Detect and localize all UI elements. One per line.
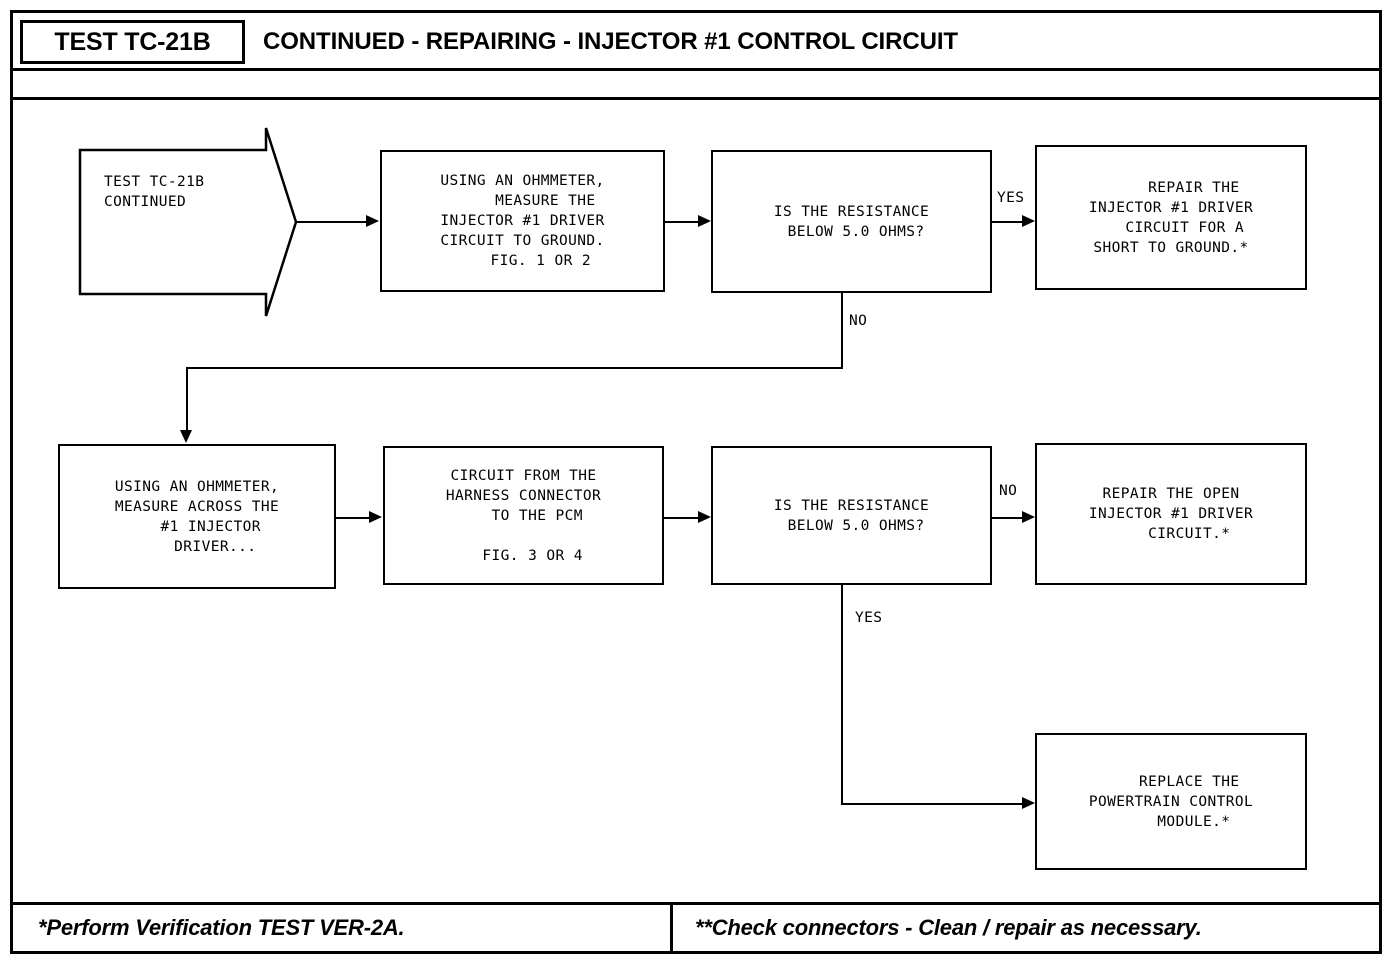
header-band: TEST TC-21B CONTINUED - REPAIRING - INJE… xyxy=(13,13,1379,71)
branch-label-question2-yes: YES xyxy=(855,610,883,626)
flow-start-label: TEST TC-21B CONTINUED xyxy=(104,174,205,210)
node-resistance-question-2: IS THE RESISTANCE BELOW 5.0 OHMS? xyxy=(711,446,992,585)
arrowhead-question2-no xyxy=(1022,511,1035,523)
test-id-badge: TEST TC-21B xyxy=(20,20,245,64)
node-measure-to-ground: USING AN OHMMETER, MEASURE THE INJECTOR … xyxy=(380,150,665,292)
node-resistance-question-2-text: IS THE RESISTANCE BELOW 5.0 OHMS? xyxy=(773,497,930,534)
node-measure-across-driver-text: USING AN OHMMETER, MEASURE ACROSS THE #1… xyxy=(114,478,280,555)
connector-start-to-measure xyxy=(296,221,368,223)
connector-measure-across-to-circuit xyxy=(336,517,372,519)
node-repair-open-circuit: REPAIR THE OPEN INJECTOR #1 DRIVER CIRCU… xyxy=(1035,443,1307,585)
footer-bar: *Perform Verification TEST VER-2A. **Che… xyxy=(13,902,1379,951)
footer-note-left-text: *Perform Verification TEST VER-2A. xyxy=(38,915,405,940)
footer-note-left: *Perform Verification TEST VER-2A. xyxy=(13,905,673,951)
branch-label-question2-no: NO xyxy=(999,483,1018,499)
connector-question1-no-vertical xyxy=(841,293,843,368)
connector-question1-no-horizontal xyxy=(186,367,843,369)
node-resistance-question-1-text: IS THE RESISTANCE BELOW 5.0 OHMS? xyxy=(773,203,930,240)
node-replace-pcm-text: REPLACE THE POWERTRAIN CONTROL MODULE.* xyxy=(1088,773,1254,830)
node-resistance-question-1: IS THE RESISTANCE BELOW 5.0 OHMS? xyxy=(711,150,992,293)
connector-question1-no-down xyxy=(186,367,188,432)
test-id-label: TEST TC-21B xyxy=(54,27,211,56)
page-title: CONTINUED - REPAIRING - INJECTOR #1 CONT… xyxy=(263,28,958,55)
branch-label-question1-no: NO xyxy=(849,313,868,329)
arrowhead-circuit-to-question2 xyxy=(698,511,711,523)
node-replace-pcm: REPLACE THE POWERTRAIN CONTROL MODULE.* xyxy=(1035,733,1307,870)
connector-question2-no xyxy=(992,517,1030,519)
connector-question1-yes xyxy=(992,221,1030,223)
header-divider xyxy=(13,97,1379,100)
page-frame xyxy=(10,10,1382,954)
node-repair-open-circuit-text: REPAIR THE OPEN INJECTOR #1 DRIVER CIRCU… xyxy=(1088,486,1254,542)
footer-note-right: **Check connectors - Clean / repair as n… xyxy=(673,905,1379,951)
node-circuit-harness-to-pcm-text: CIRCUIT FROM THE HARNESS CONNECTOR TO TH… xyxy=(445,467,602,564)
connector-question2-yes-vertical xyxy=(841,585,843,804)
node-circuit-harness-to-pcm: CIRCUIT FROM THE HARNESS CONNECTOR TO TH… xyxy=(383,446,664,585)
arrowhead-measure-to-question1 xyxy=(698,215,711,227)
node-measure-to-ground-text: USING AN OHMMETER, MEASURE THE INJECTOR … xyxy=(440,173,605,269)
arrowhead-start-to-measure xyxy=(366,215,379,227)
footer-note-right-text: **Check connectors - Clean / repair as n… xyxy=(695,915,1202,940)
flow-start-arrow-shape: TEST TC-21B CONTINUED xyxy=(78,126,298,318)
node-repair-short-to-ground: REPAIR THE INJECTOR #1 DRIVER CIRCUIT FO… xyxy=(1035,145,1307,290)
connector-question2-yes-horizontal xyxy=(841,803,1030,805)
arrowhead-question1-no xyxy=(180,430,192,443)
node-repair-short-to-ground-text: REPAIR THE INJECTOR #1 DRIVER CIRCUIT FO… xyxy=(1088,179,1254,256)
arrowhead-measure-across-to-circuit xyxy=(369,511,382,523)
arrowhead-question2-yes xyxy=(1022,797,1035,809)
connector-measure-to-question1 xyxy=(665,221,701,223)
arrowhead-question1-yes xyxy=(1022,215,1035,227)
connector-circuit-to-question2 xyxy=(664,517,701,519)
node-measure-across-driver: USING AN OHMMETER, MEASURE ACROSS THE #1… xyxy=(58,444,336,589)
branch-label-question1-yes: YES xyxy=(997,190,1025,206)
